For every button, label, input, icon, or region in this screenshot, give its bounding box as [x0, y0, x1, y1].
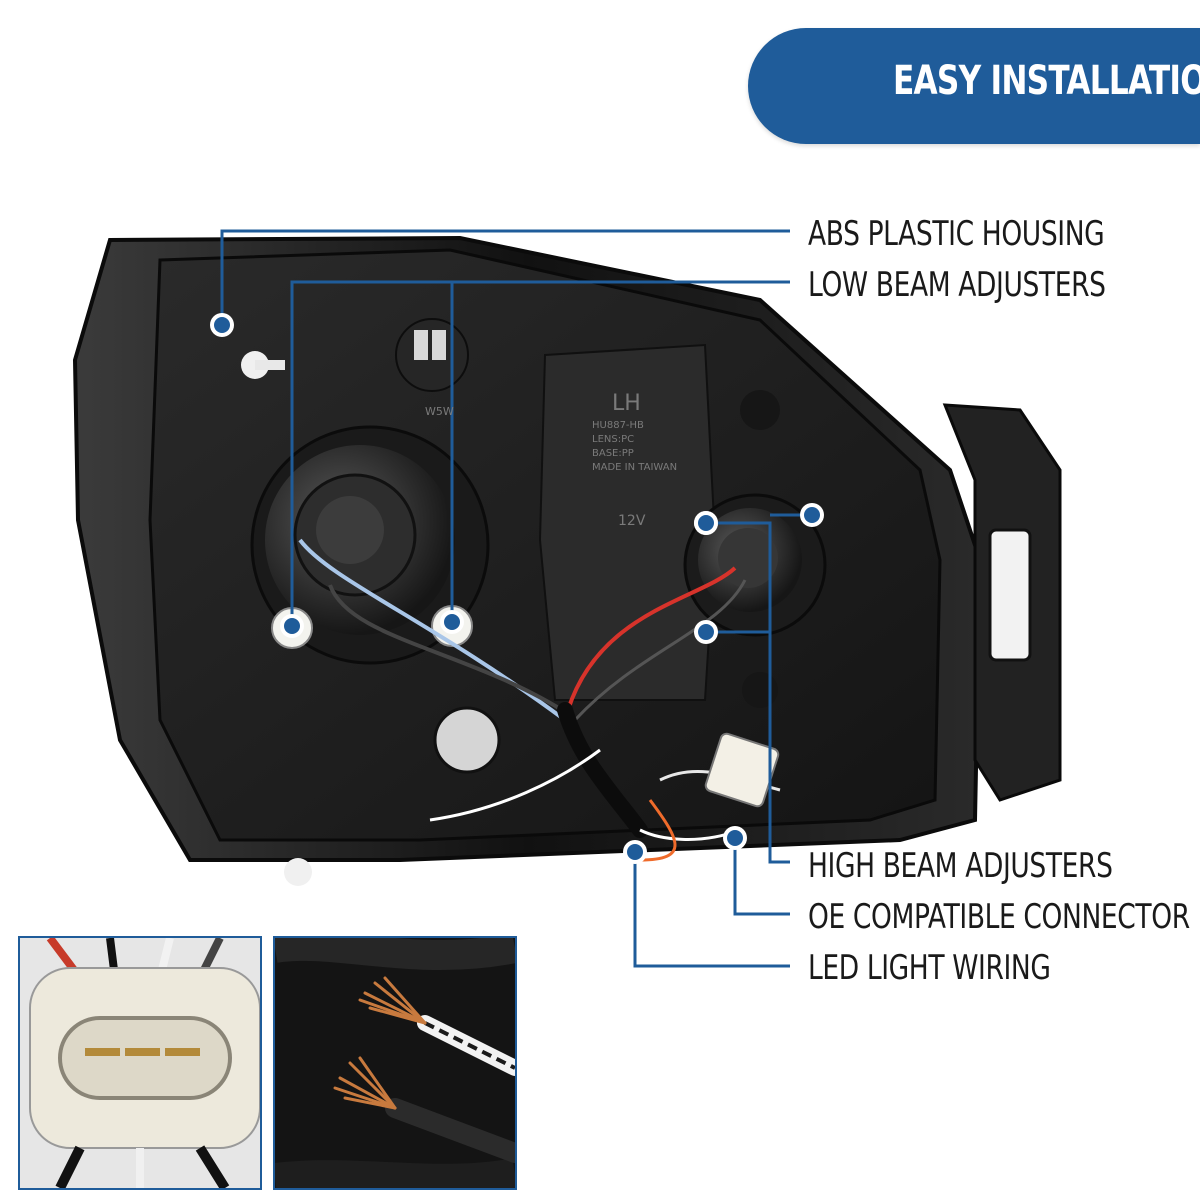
wiring-harness	[557, 702, 648, 838]
callout-high-beam-adjusters: HIGH BEAM ADJUSTERS	[808, 846, 1113, 886]
marking-line3: BASE:PP	[592, 448, 634, 459]
marking-line2: LENS:PC	[592, 434, 634, 445]
connector-closeup-inset	[18, 936, 262, 1190]
callout-led-light-wiring: LED LIGHT WIRING	[808, 948, 1051, 988]
high-beam-wire-red	[566, 566, 737, 711]
banner-title: EASY INSTALLATION	[893, 58, 1200, 104]
callout-oe-compatible-connector: OE COMPATIBLE CONNECTOR	[808, 897, 1190, 937]
marking-line1: HU887-HB	[592, 420, 644, 431]
easy-installation-banner	[748, 28, 1200, 144]
marking-bulb: W5W	[425, 405, 454, 418]
marking-line4: MADE IN TAIWAN	[592, 462, 677, 473]
callout-abs-plastic-housing: ABS PLASTIC HOUSING	[808, 214, 1105, 254]
marking-voltage: 12V	[618, 513, 646, 529]
connector-closeup-image	[20, 938, 260, 1188]
wiring-closeup-image	[275, 938, 515, 1188]
callout-low-beam-adjusters: LOW BEAM ADJUSTERS	[808, 265, 1106, 305]
marking-side: LH	[612, 391, 641, 416]
wiring-closeup-inset	[273, 936, 517, 1190]
